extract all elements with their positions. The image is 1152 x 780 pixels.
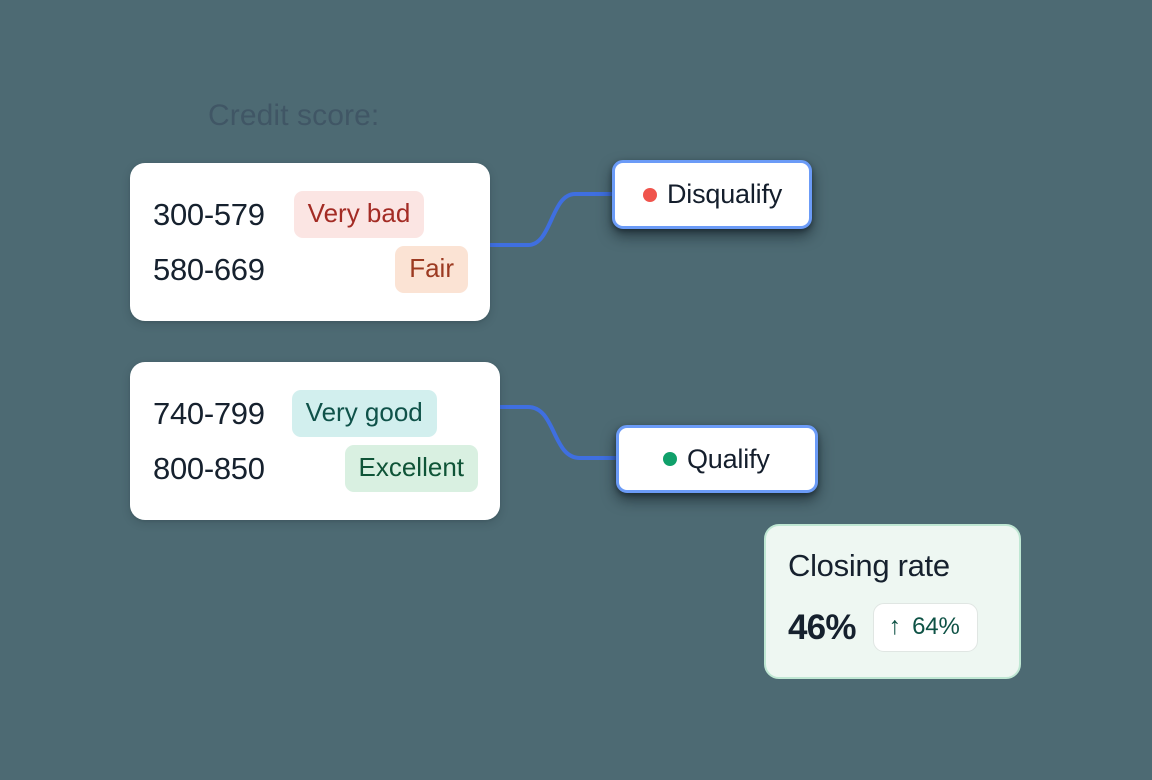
rating-badge-very-good: Very good <box>291 390 437 437</box>
score-range: 740-799 <box>153 395 265 431</box>
metric-delta-value: 64% <box>912 612 960 640</box>
score-row: 580-669 Fair <box>130 242 490 297</box>
metric-card-closing-rate[interactable]: Closing rate 46% ↑ 64% <box>764 524 1021 679</box>
rating-badge-excellent: Excellent <box>344 445 478 492</box>
score-card-high[interactable]: 740-799 Very good 800-850 Excellent <box>130 362 500 520</box>
connector-qualify <box>496 405 620 460</box>
page-title: Credit score: <box>208 99 380 132</box>
metric-title: Closing rate <box>788 548 950 583</box>
score-row: 300-579 Very bad <box>130 187 490 242</box>
status-dot-red <box>643 187 657 202</box>
score-row: 740-799 Very good <box>130 386 500 441</box>
rating-badge-very-bad: Very bad <box>293 191 425 238</box>
metric-value: 46% <box>788 608 856 647</box>
rating-badge-fair: Fair <box>395 246 468 293</box>
score-range: 800-850 <box>153 450 265 486</box>
arrow-up-icon: ↑ <box>888 612 902 640</box>
metric-row: 46% ↑ 64% <box>788 603 1019 652</box>
node-label: Disqualify <box>667 179 783 209</box>
score-row: 800-850 Excellent <box>130 441 500 496</box>
score-range: 300-579 <box>153 196 265 232</box>
metric-delta-badge: ↑ 64% <box>872 603 978 652</box>
node-disqualify[interactable]: Disqualify <box>612 160 812 229</box>
score-range: 580-669 <box>153 251 265 287</box>
node-label: Qualify <box>687 443 770 474</box>
node-qualify[interactable]: Qualify <box>616 425 818 493</box>
connector-disqualify <box>486 192 616 247</box>
score-card-low[interactable]: 300-579 Very bad 580-669 Fair <box>130 163 490 321</box>
status-dot-green <box>663 452 677 466</box>
